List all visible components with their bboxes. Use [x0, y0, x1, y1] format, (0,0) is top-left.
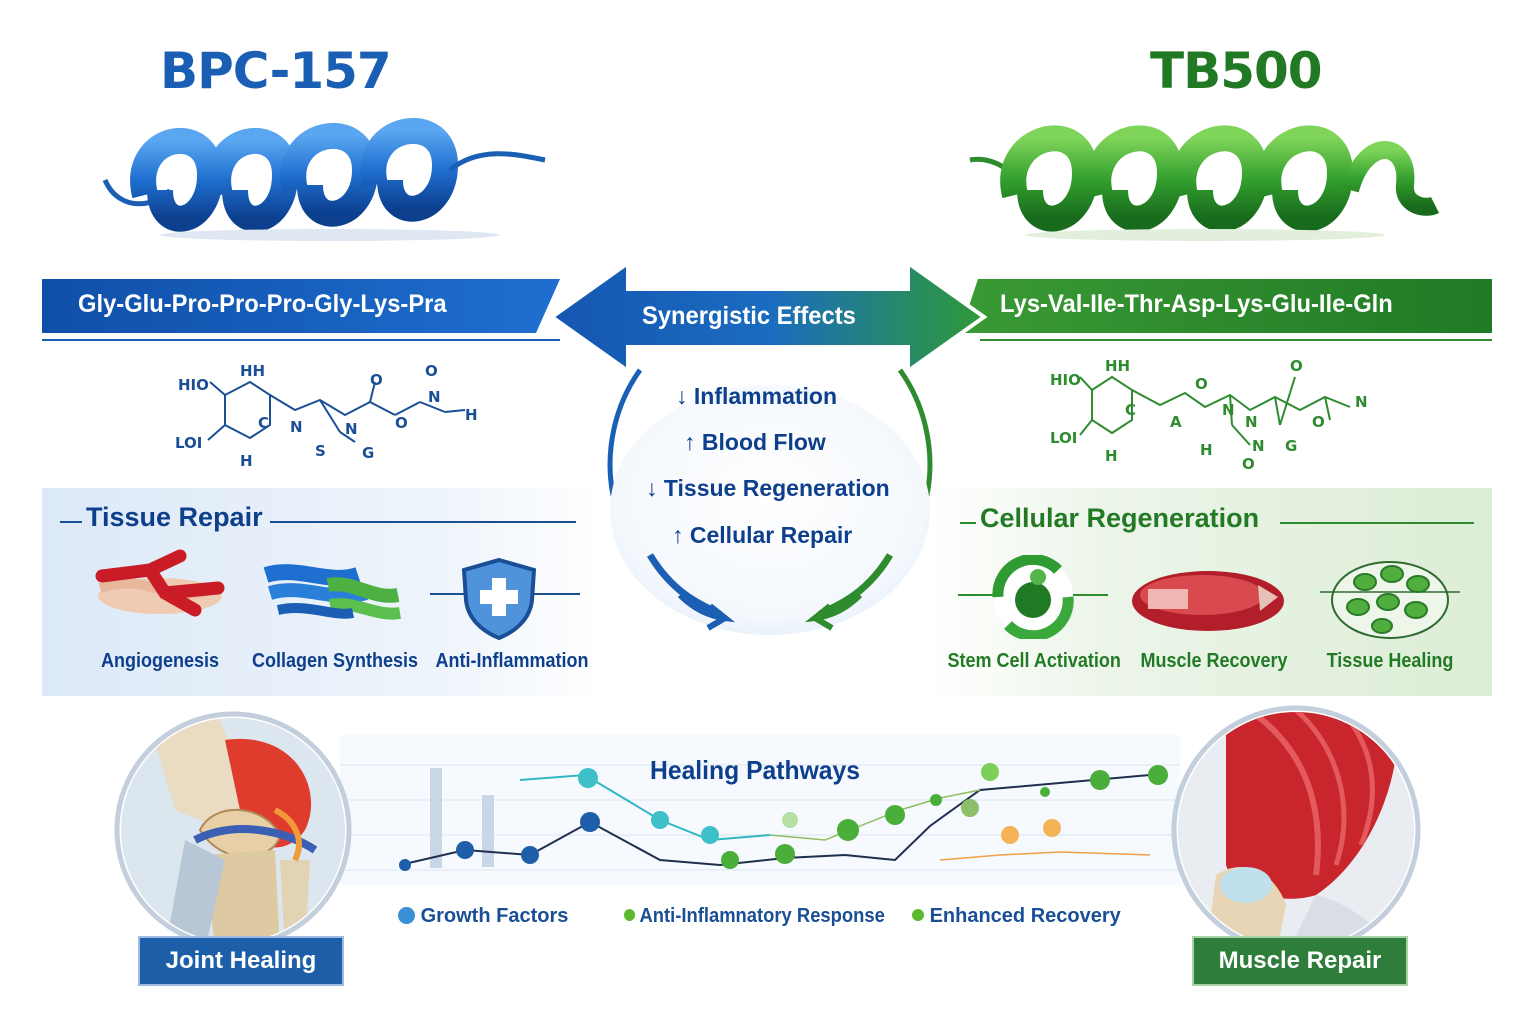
svg-text:C: C	[1125, 401, 1136, 419]
knee-joint-icon	[114, 711, 352, 949]
svg-text:H: H	[1105, 447, 1118, 465]
svg-text:N: N	[1222, 401, 1235, 419]
tissue-repair-title: Tissue Repair	[86, 502, 263, 532]
shield-cross-icon	[461, 557, 537, 640]
tb500-sequence: Lys-Val-Ile-Thr-Asp-Lys-Glu-Ile-Gln	[1000, 290, 1393, 318]
bpc157-molecule-icon: HIO HH LOI H C N S N G O O O N H	[175, 362, 478, 470]
legend-dot-icon	[624, 909, 636, 921]
svg-text:H: H	[465, 406, 478, 424]
svg-text:G: G	[1285, 437, 1297, 455]
up-arrow-icon: ↑	[672, 522, 684, 548]
synergy-title: Synergistic Effects	[642, 302, 856, 330]
effect-tissue-regeneration: ↓ Tissue Regeneration	[646, 475, 890, 501]
svg-text:N: N	[345, 420, 358, 438]
cellular-regeneration-rule	[1280, 522, 1474, 524]
collagen-synthesis-label: Collagen Synthesis	[251, 650, 419, 672]
synergy-circle	[607, 368, 933, 635]
svg-text:N: N	[290, 418, 303, 436]
tb500-molecule-icon: HIO HH LOI H C A O N H N N O O G O N	[1050, 357, 1368, 470]
blood-vessel-icon	[95, 549, 225, 617]
tissue-healing-label: Tissue Healing	[1326, 650, 1454, 672]
muscle-leg-icon	[1171, 705, 1421, 955]
svg-text:HH: HH	[240, 362, 265, 380]
svg-text:LOI: LOI	[175, 434, 202, 452]
svg-text:O: O	[395, 414, 408, 432]
down-arrow-icon: ↓	[646, 475, 658, 501]
svg-text:H: H	[240, 452, 253, 470]
svg-text:N: N	[1252, 437, 1265, 455]
muscle-recovery-label: Muscle Recovery	[1140, 650, 1288, 672]
svg-text:C: C	[258, 414, 269, 432]
svg-text:O: O	[1195, 375, 1208, 393]
svg-text:O: O	[1242, 455, 1255, 470]
svg-text:O: O	[1312, 413, 1325, 431]
tissue-repair-rule	[60, 521, 82, 523]
cellular-regeneration-title: Cellular Regeneration	[980, 503, 1260, 533]
legend-growth-factors: Growth Factors	[398, 905, 568, 928]
anti-inflammation-label: Anti-Inflammation	[435, 650, 589, 672]
effect-inflammation: ↓ Inflammation	[676, 383, 838, 409]
svg-text:A: A	[1170, 413, 1182, 431]
healing-pathways-title: Healing Pathways	[650, 755, 861, 785]
svg-text:HIO: HIO	[178, 376, 209, 394]
angiogenesis-label: Angiogenesis	[100, 650, 220, 672]
collagen-fiber-icon	[263, 564, 401, 620]
healing-pathways-graph	[340, 735, 1180, 885]
cell-cluster-icon	[1320, 561, 1460, 639]
svg-text:O: O	[425, 362, 438, 380]
svg-text:N: N	[1355, 393, 1368, 411]
muscle-repair-badge: Muscle Repair	[1192, 936, 1408, 986]
tb500-title: TB500	[1150, 42, 1323, 100]
sequence-ribbons	[42, 259, 1492, 375]
svg-text:S: S	[315, 442, 326, 460]
legend-dot-icon	[912, 909, 924, 921]
svg-text:HIO: HIO	[1050, 371, 1081, 389]
effect-blood-flow: ↑ Blood Flow	[684, 429, 826, 455]
joint-healing-badge: Joint Healing	[138, 936, 344, 986]
bpc157-title: BPC-157	[160, 42, 392, 100]
bpc157-sequence: Gly-Glu-Pro-Pro-Pro-Gly-Lys-Pra	[78, 290, 447, 318]
bpc157-helix-icon	[102, 118, 546, 241]
svg-text:O: O	[1290, 357, 1303, 375]
tb500-helix-icon	[969, 125, 1440, 241]
legend-dot-icon	[398, 907, 415, 924]
tissue-repair-rule	[270, 521, 576, 523]
svg-text:O: O	[370, 371, 383, 389]
up-arrow-icon: ↑	[684, 429, 696, 455]
svg-text:N: N	[428, 388, 441, 406]
legend-anti-inflammatory: Anti-Inflamnatory Response	[624, 905, 885, 928]
svg-text:N: N	[1245, 413, 1258, 431]
muscle-tissue-icon	[1132, 571, 1284, 631]
svg-text:G: G	[362, 444, 374, 462]
svg-text:H: H	[1200, 441, 1213, 459]
svg-text:LOI: LOI	[1050, 429, 1077, 447]
cellular-regeneration-rule	[960, 522, 976, 524]
effect-cellular-repair: ↑ Cellular Repair	[672, 522, 853, 548]
stem-cell-activation-label: Stem Cell Activation	[947, 650, 1121, 672]
down-arrow-icon: ↓	[676, 383, 688, 409]
stem-cell-cycle-icon	[958, 555, 1108, 639]
legend-enhanced-recovery: Enhanced Recovery	[912, 905, 1121, 928]
svg-text:HH: HH	[1105, 357, 1130, 375]
